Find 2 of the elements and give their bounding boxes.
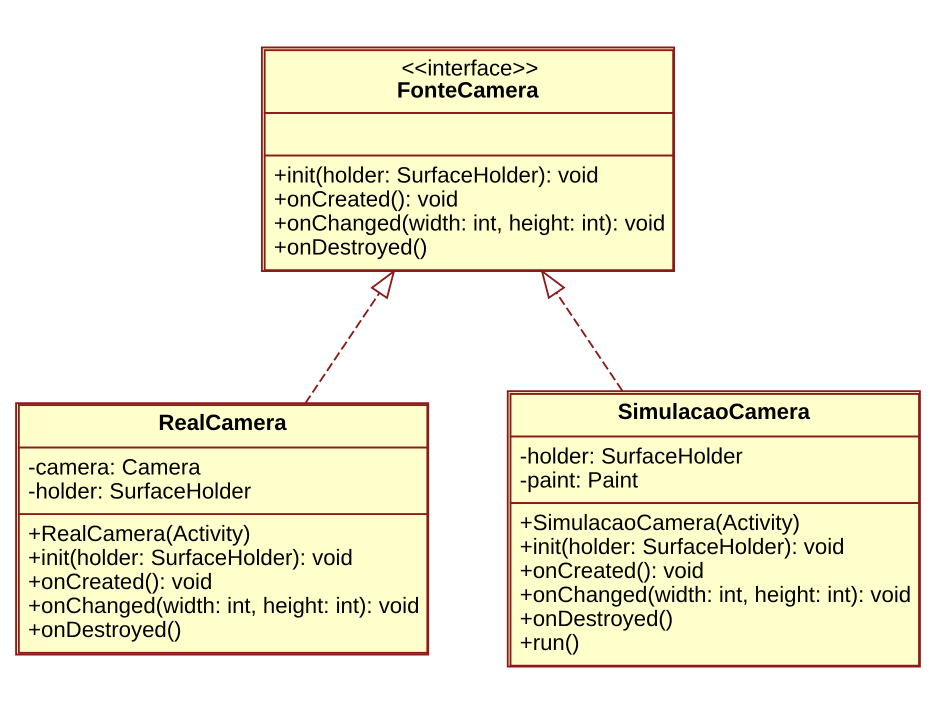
- arrow: [540, 268, 624, 391]
- arrow: [304, 268, 396, 404]
